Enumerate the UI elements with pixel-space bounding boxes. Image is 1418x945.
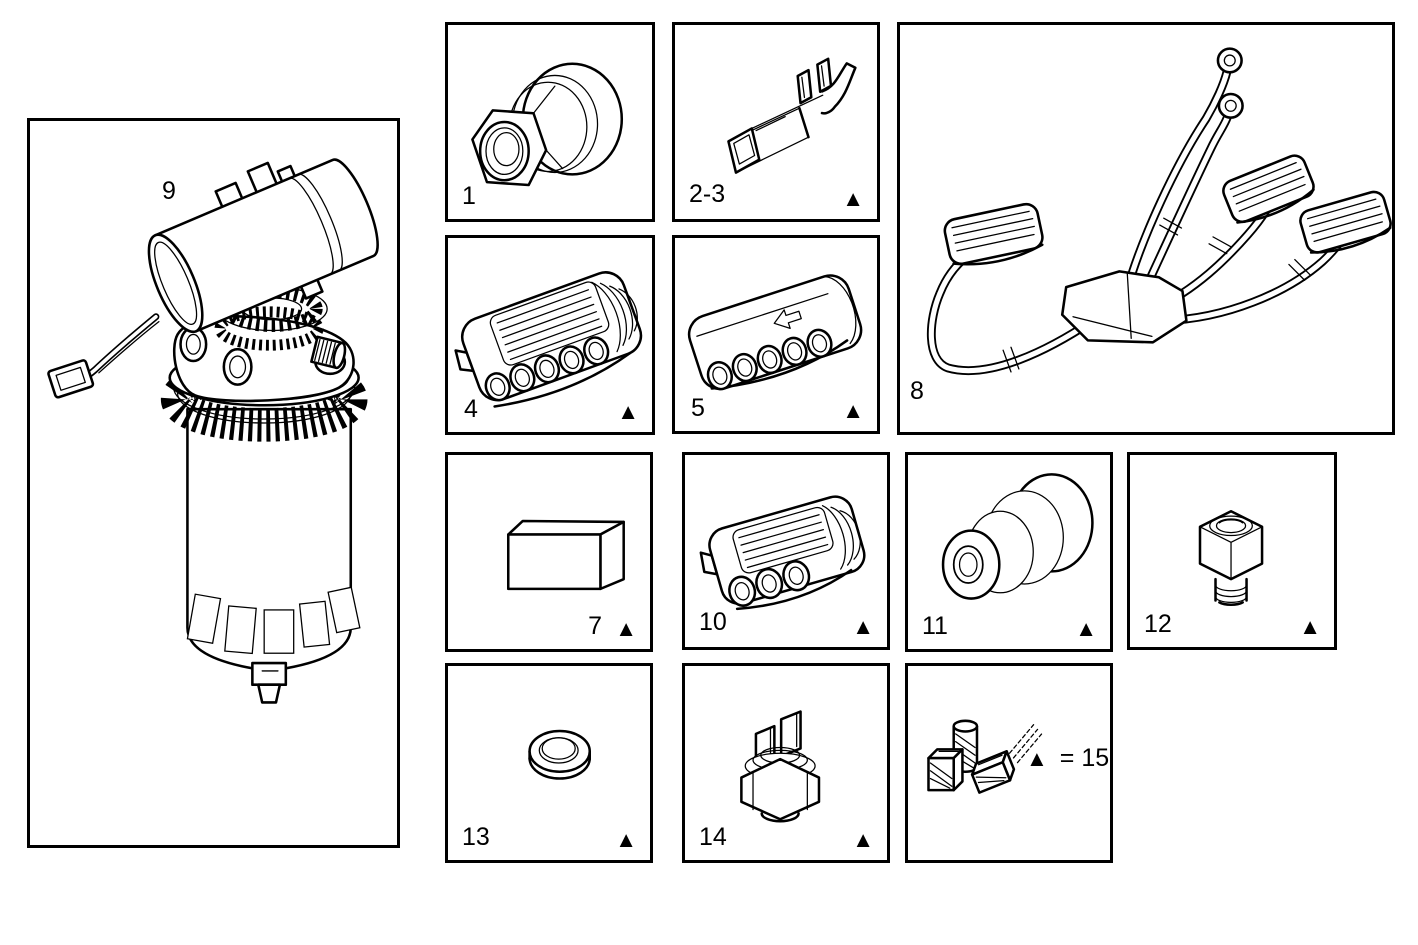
junction-boot: [1060, 270, 1188, 344]
kit-triangle-icon: ▲: [852, 827, 874, 852]
part-number-label: 13: [462, 823, 490, 851]
harness-connector: [1222, 154, 1315, 224]
part-14-illustration: [740, 710, 821, 823]
part-9-illustration: [47, 158, 379, 704]
part-number-label: 2-3: [689, 180, 726, 208]
panel-part-12: 12 ▲: [1127, 452, 1337, 650]
kit-triangle-icon: ▲: [615, 827, 637, 852]
panel-part-10: 10 ▲: [682, 452, 890, 650]
part-number-label: 10: [699, 608, 727, 636]
kit-triangle-icon: ▲: [617, 399, 639, 424]
part-2-3-illustration: [727, 57, 857, 174]
part-12-illustration: [1198, 509, 1264, 607]
pump-wire: [47, 313, 160, 399]
ring-terminal: [1216, 47, 1243, 74]
part-number-label: 7: [588, 612, 602, 640]
part-1-illustration: [471, 62, 624, 187]
kit-triangle-icon: ▲: [842, 398, 864, 423]
part-15-illustration: [927, 719, 1043, 794]
part-8-illustration: [926, 47, 1392, 376]
filter-canister: [186, 407, 361, 673]
panel-part-8: 8: [897, 22, 1395, 435]
part-7-illustration: [506, 519, 625, 591]
part-number-label: 14: [699, 823, 727, 851]
harness-connector: [1299, 190, 1392, 254]
kit-triangle-icon: ▲: [852, 614, 874, 639]
part-number-label: 5: [691, 394, 705, 422]
panel-part-5: 5 ▲: [672, 235, 880, 434]
part-number-label: 1: [462, 182, 476, 210]
panel-part-14: 14 ▲: [682, 663, 890, 863]
panel-part-15: ▲ = 15: [905, 663, 1113, 863]
kit-note: ▲ = 15: [1026, 746, 1109, 771]
kit-triangle-icon: ▲: [1026, 745, 1048, 771]
panel-part-11: 11 ▲: [905, 452, 1113, 652]
part-11-illustration: [941, 473, 1094, 600]
part-number-label: 11: [922, 612, 948, 640]
part-10-illustration: [699, 495, 866, 611]
panel-part-1: 1: [445, 22, 655, 222]
panel-part-13: 13 ▲: [445, 663, 653, 863]
part-4-illustration: [454, 271, 643, 408]
panel-part-4: 4 ▲: [445, 235, 655, 435]
harness-connector: [943, 202, 1044, 266]
panel-part-9: 9: [27, 118, 400, 848]
part-number-label: 8: [910, 377, 924, 405]
kit-triangle-icon: ▲: [842, 186, 864, 211]
panel-part-2-3: 2-3 ▲: [672, 22, 880, 222]
part-number-label: 12: [1144, 610, 1172, 638]
pump-cylinder: [147, 158, 379, 334]
ring-terminal: [1217, 92, 1244, 119]
part-number-label: 4: [464, 395, 478, 423]
kit-note-text: = 15: [1059, 744, 1110, 772]
kit-triangle-icon: ▲: [615, 616, 637, 641]
kit-triangle-icon: ▲: [1299, 614, 1321, 639]
part-5-illustration: [687, 274, 863, 391]
harness-cables: [926, 67, 1351, 376]
wire-connector: [47, 359, 95, 399]
kit-triangle-icon: ▲: [1075, 616, 1097, 641]
panel-part-7: 7 ▲: [445, 452, 653, 652]
part-13-illustration: [528, 729, 592, 780]
part-number-label: 9: [162, 177, 176, 205]
drain-valve: [251, 661, 288, 704]
bleed-screw: [310, 335, 347, 370]
